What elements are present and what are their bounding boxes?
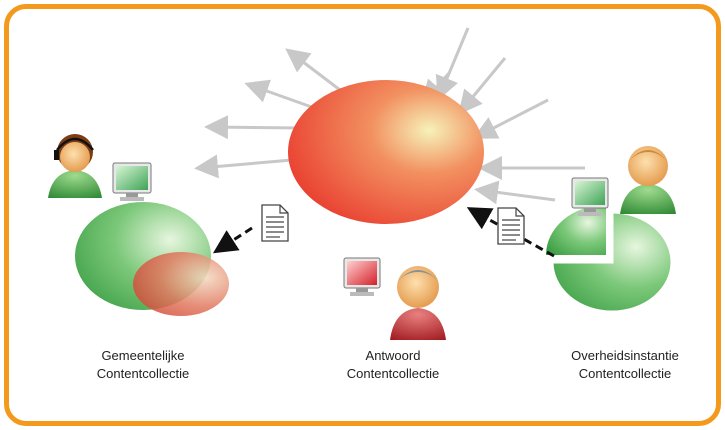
caption-right-subtitle: Contentcollectie <box>578 366 672 381</box>
gray-arrow <box>204 115 301 140</box>
caption-center-title: Antwoord <box>365 348 421 363</box>
caption-right: Overheidsinstantie Contentcollectie <box>525 347 725 383</box>
gray-arrow <box>285 48 341 92</box>
gray-arrow <box>472 98 549 139</box>
dashed-arrow-left <box>212 226 253 254</box>
gray-arrow <box>474 180 556 205</box>
gray-arrow <box>244 79 321 112</box>
central-ellipse <box>288 80 484 224</box>
gray-arrow <box>458 57 507 115</box>
caption-center: Antwoord Contentcollectie <box>293 347 493 383</box>
red-monitor-icon <box>343 257 381 296</box>
green-monitor-icon <box>112 162 152 201</box>
left-collection-shape <box>75 202 229 316</box>
document-icon <box>261 204 289 242</box>
caption-left: Gemeentelijke Contentcollectie <box>43 347 243 383</box>
person-icon <box>620 146 676 214</box>
right-collection-shape <box>546 205 674 314</box>
woman-with-headset-icon <box>48 134 102 198</box>
caption-left-title: Gemeentelijke <box>101 348 185 363</box>
incoming-arrows <box>421 27 585 205</box>
gray-arrow <box>194 154 293 179</box>
document-icon <box>497 207 525 245</box>
green-monitor-icon <box>571 177 609 216</box>
caption-left-subtitle: Contentcollectie <box>96 366 190 381</box>
outgoing-arrows <box>194 48 341 179</box>
gray-arrow <box>435 27 470 101</box>
caption-center-subtitle: Contentcollectie <box>346 366 440 381</box>
person-icon <box>390 266 446 340</box>
dashed-arrow-right <box>466 207 555 258</box>
caption-right-title: Overheidsinstantie <box>571 348 679 363</box>
